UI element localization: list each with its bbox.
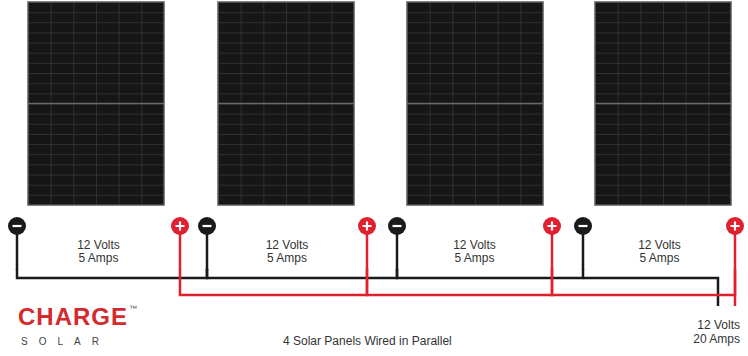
panel-rating: 5 Amps: [78, 252, 118, 265]
positive-wire: [367, 269, 552, 295]
negative-wire: [207, 269, 397, 278]
panel-rating: 5 Amps: [454, 252, 494, 265]
trademark-mark: ™: [129, 304, 137, 313]
positive-lead: [180, 232, 735, 306]
solar-panel: [218, 2, 354, 205]
solar-panel-module: 12 Volts5 Amps: [7, 0, 190, 269]
panel-rating: 12 Volts: [638, 239, 681, 252]
solar-panel-module: 12 Volts5 Amps: [387, 0, 562, 269]
output-current: 20 Amps: [693, 332, 740, 346]
positive-wire: [180, 269, 367, 295]
brand-subtitle: SOLAR: [21, 336, 110, 348]
negative-terminal: [8, 217, 592, 235]
panel-rating: 5 Amps: [267, 252, 307, 265]
panel-rating: 12 Volts: [266, 239, 309, 252]
panel-rating: 5 Amps: [639, 252, 679, 265]
positive-terminal: [171, 217, 744, 235]
negative-wire: [17, 269, 207, 278]
output-voltage: 12 Volts: [697, 318, 740, 332]
solar-panel: [28, 2, 164, 205]
solar-panel-module: 12 Volts5 Amps: [197, 0, 377, 269]
solar-panel-module: 12 Volts5 Amps: [573, 0, 746, 269]
negative-wire: [397, 269, 583, 278]
panel-rating: 12 Volts: [77, 239, 120, 252]
solar-panel: [407, 2, 543, 205]
brand-logo: CHARGE: [18, 303, 128, 331]
solar-panel: [595, 2, 731, 205]
panel-rating: 12 Volts: [453, 239, 496, 252]
caption: 4 Solar Panels Wired in Parallel: [283, 334, 452, 348]
positive-wire: [552, 269, 735, 295]
